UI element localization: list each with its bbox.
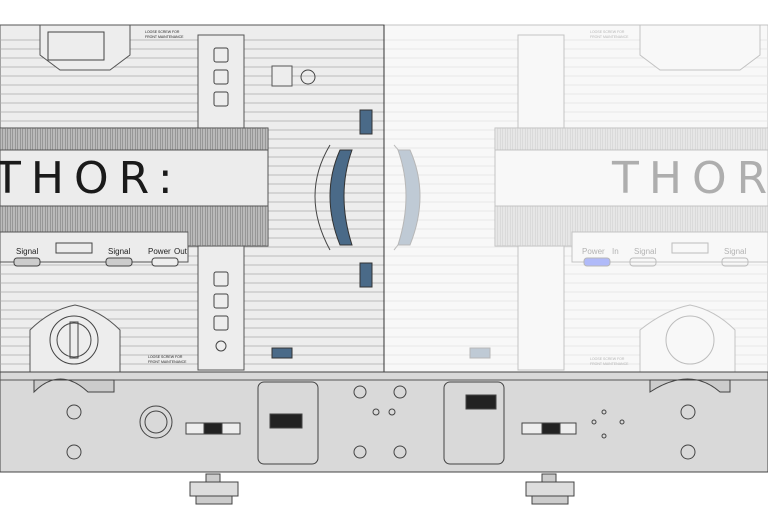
screw-note: FRONT MAINTENANCE xyxy=(590,35,629,39)
signal-connector[interactable] xyxy=(105,257,133,267)
screw-note: LOOSE SCREW FOR xyxy=(590,30,625,34)
screw-note: LOOSE SCREW FOR xyxy=(145,30,180,34)
latch[interactable] xyxy=(271,347,293,359)
thor-logo: THOR: xyxy=(611,153,768,204)
right-panel: LOOSE SCREW FOR FRONT MAINTENANCE THOR: … xyxy=(383,24,768,373)
signal-label: Signal xyxy=(634,247,656,256)
power-in-connector[interactable] xyxy=(583,257,611,267)
screw-note: LOOSE SCREW FOR xyxy=(148,355,183,359)
adjustable-foot xyxy=(189,473,239,505)
power-label: Power xyxy=(582,247,605,256)
screw-note: FRONT MAINTENANCE xyxy=(590,362,629,366)
signal-label: Signal xyxy=(108,247,130,256)
clamp xyxy=(271,65,293,87)
signal-connector[interactable] xyxy=(721,257,749,267)
screw-note: FRONT MAINTENANCE xyxy=(145,35,184,39)
screw-note: FRONT MAINTENANCE xyxy=(148,360,187,364)
handle[interactable] xyxy=(329,149,353,246)
signal-connector[interactable] xyxy=(13,257,41,267)
adjustable-foot xyxy=(525,473,575,505)
top-bracket xyxy=(39,24,131,71)
latch[interactable] xyxy=(359,262,373,288)
in-label: In xyxy=(612,247,619,256)
screw-note: LOOSE SCREW FOR xyxy=(590,357,625,361)
signal-label: Signal xyxy=(724,247,746,256)
thor-logo: THOR: xyxy=(0,153,183,204)
bottom-frame xyxy=(0,371,768,473)
power-out-connector[interactable] xyxy=(151,257,179,267)
lock-mount xyxy=(29,304,121,373)
left-panel: LOOSE SCREW FOR FRONT MAINTENANCE THOR: … xyxy=(0,24,385,373)
vertical-rail xyxy=(197,34,245,131)
signal-label: Signal xyxy=(16,247,38,256)
latch[interactable] xyxy=(359,109,373,135)
out-label: Out xyxy=(174,247,188,256)
signal-connector[interactable] xyxy=(629,257,657,267)
power-label: Power xyxy=(148,247,171,256)
